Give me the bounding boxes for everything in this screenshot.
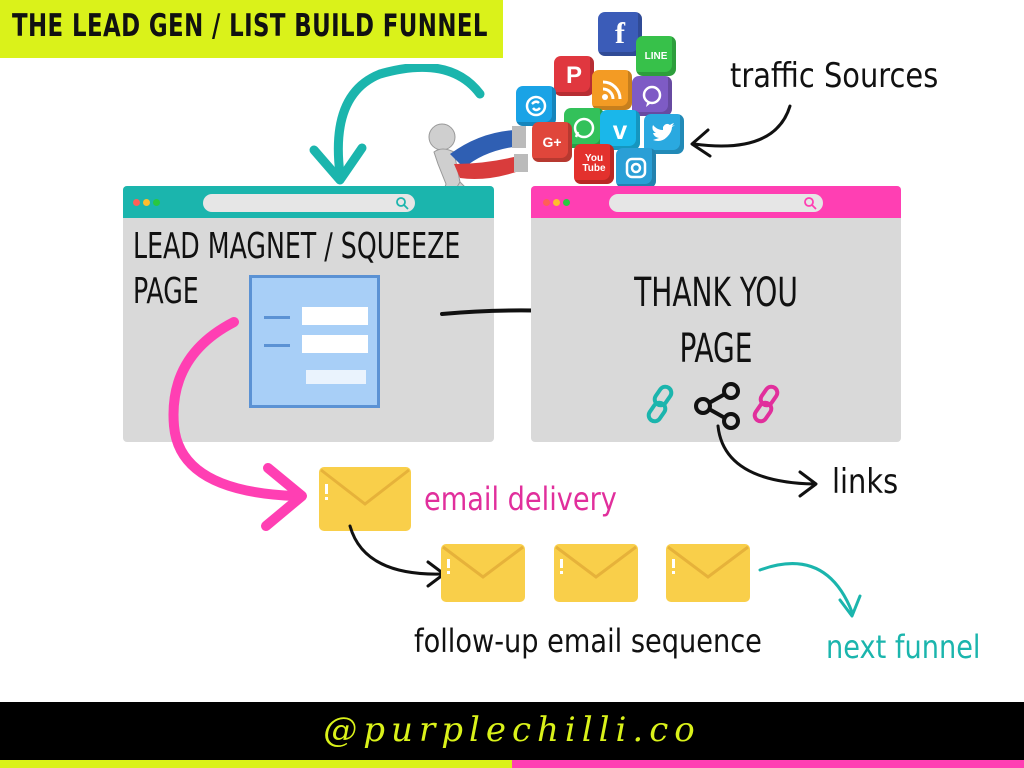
search-icon [804, 197, 817, 210]
window-maximize-dot [563, 199, 570, 206]
google-plus-icon: G+ [532, 122, 572, 162]
form-field-label-marker [264, 316, 290, 319]
window-minimize-dot [143, 199, 150, 206]
follow-up-envelope-icon [666, 544, 750, 602]
squeeze-page-label-line2: PAGE [133, 271, 199, 312]
footer-accent-strip-pink [512, 760, 1024, 768]
traffic-sources-arrow [690, 104, 792, 158]
squeeze-page-label-line1: LEAD MAGNET / SQUEEZE [133, 226, 461, 267]
thank-you-label-line2: PAGE [679, 326, 753, 372]
browser-toolbar [531, 186, 901, 218]
footer-accent-strip-yellow [0, 760, 512, 768]
form-field-name[interactable] [302, 307, 368, 325]
teal-curved-arrow [309, 64, 485, 185]
skype-icon [516, 86, 556, 126]
next-funnel-arrow [758, 562, 862, 618]
thank-you-label-line1: THANK YOU [634, 270, 798, 316]
vimeo-icon: v [600, 110, 640, 150]
instagram-icon [616, 148, 656, 188]
email-delivery-label: email delivery [424, 480, 617, 518]
browser-toolbar [123, 186, 494, 218]
form-field-label-marker [264, 344, 290, 347]
share-icon [694, 382, 740, 430]
follow-up-label: follow-up email sequence [414, 622, 762, 660]
viber-icon [632, 76, 672, 116]
links-label: links [832, 462, 899, 502]
link-icon-pink [752, 384, 780, 424]
line-icon: LINE [636, 36, 676, 76]
form-field-email[interactable] [302, 335, 368, 353]
facebook-icon: f [598, 12, 642, 56]
link-icon-teal [646, 384, 674, 424]
form-submit-button[interactable] [306, 370, 366, 384]
title-banner: THE LEAD GEN / LIST BUILD FUNNEL [0, 0, 503, 58]
traffic-sources-label: traffic Sources [730, 56, 939, 96]
window-maximize-dot [153, 199, 160, 206]
twitter-icon [644, 114, 684, 154]
page-title: THE LEAD GEN / LIST BUILD FUNNEL [12, 8, 488, 44]
opt-in-form [249, 275, 380, 408]
footer-bar: @purplechilli.co [0, 702, 1024, 760]
links-arrow [716, 424, 818, 498]
rss-icon [592, 70, 632, 110]
youtube-icon-text: You [584, 153, 604, 164]
window-minimize-dot [553, 199, 560, 206]
pinterest-icon: P [554, 56, 594, 96]
thank-you-page-browser: THANK YOU PAGE [531, 186, 901, 442]
next-funnel-label: next funnel [826, 628, 981, 666]
youtube-icon: You Tube [574, 144, 614, 184]
follow-up-envelope-icon [554, 544, 638, 602]
url-bar [609, 194, 823, 212]
pink-curved-arrow [168, 317, 307, 531]
footer-handle: @purplechilli.co [323, 710, 701, 750]
youtube-icon-text: Tube [582, 163, 606, 174]
email-delivery-envelope-icon [319, 467, 411, 531]
url-bar [203, 194, 415, 212]
search-icon [396, 197, 409, 210]
window-close-dot [543, 199, 550, 206]
follow-up-envelope-icon [441, 544, 525, 602]
window-close-dot [133, 199, 140, 206]
